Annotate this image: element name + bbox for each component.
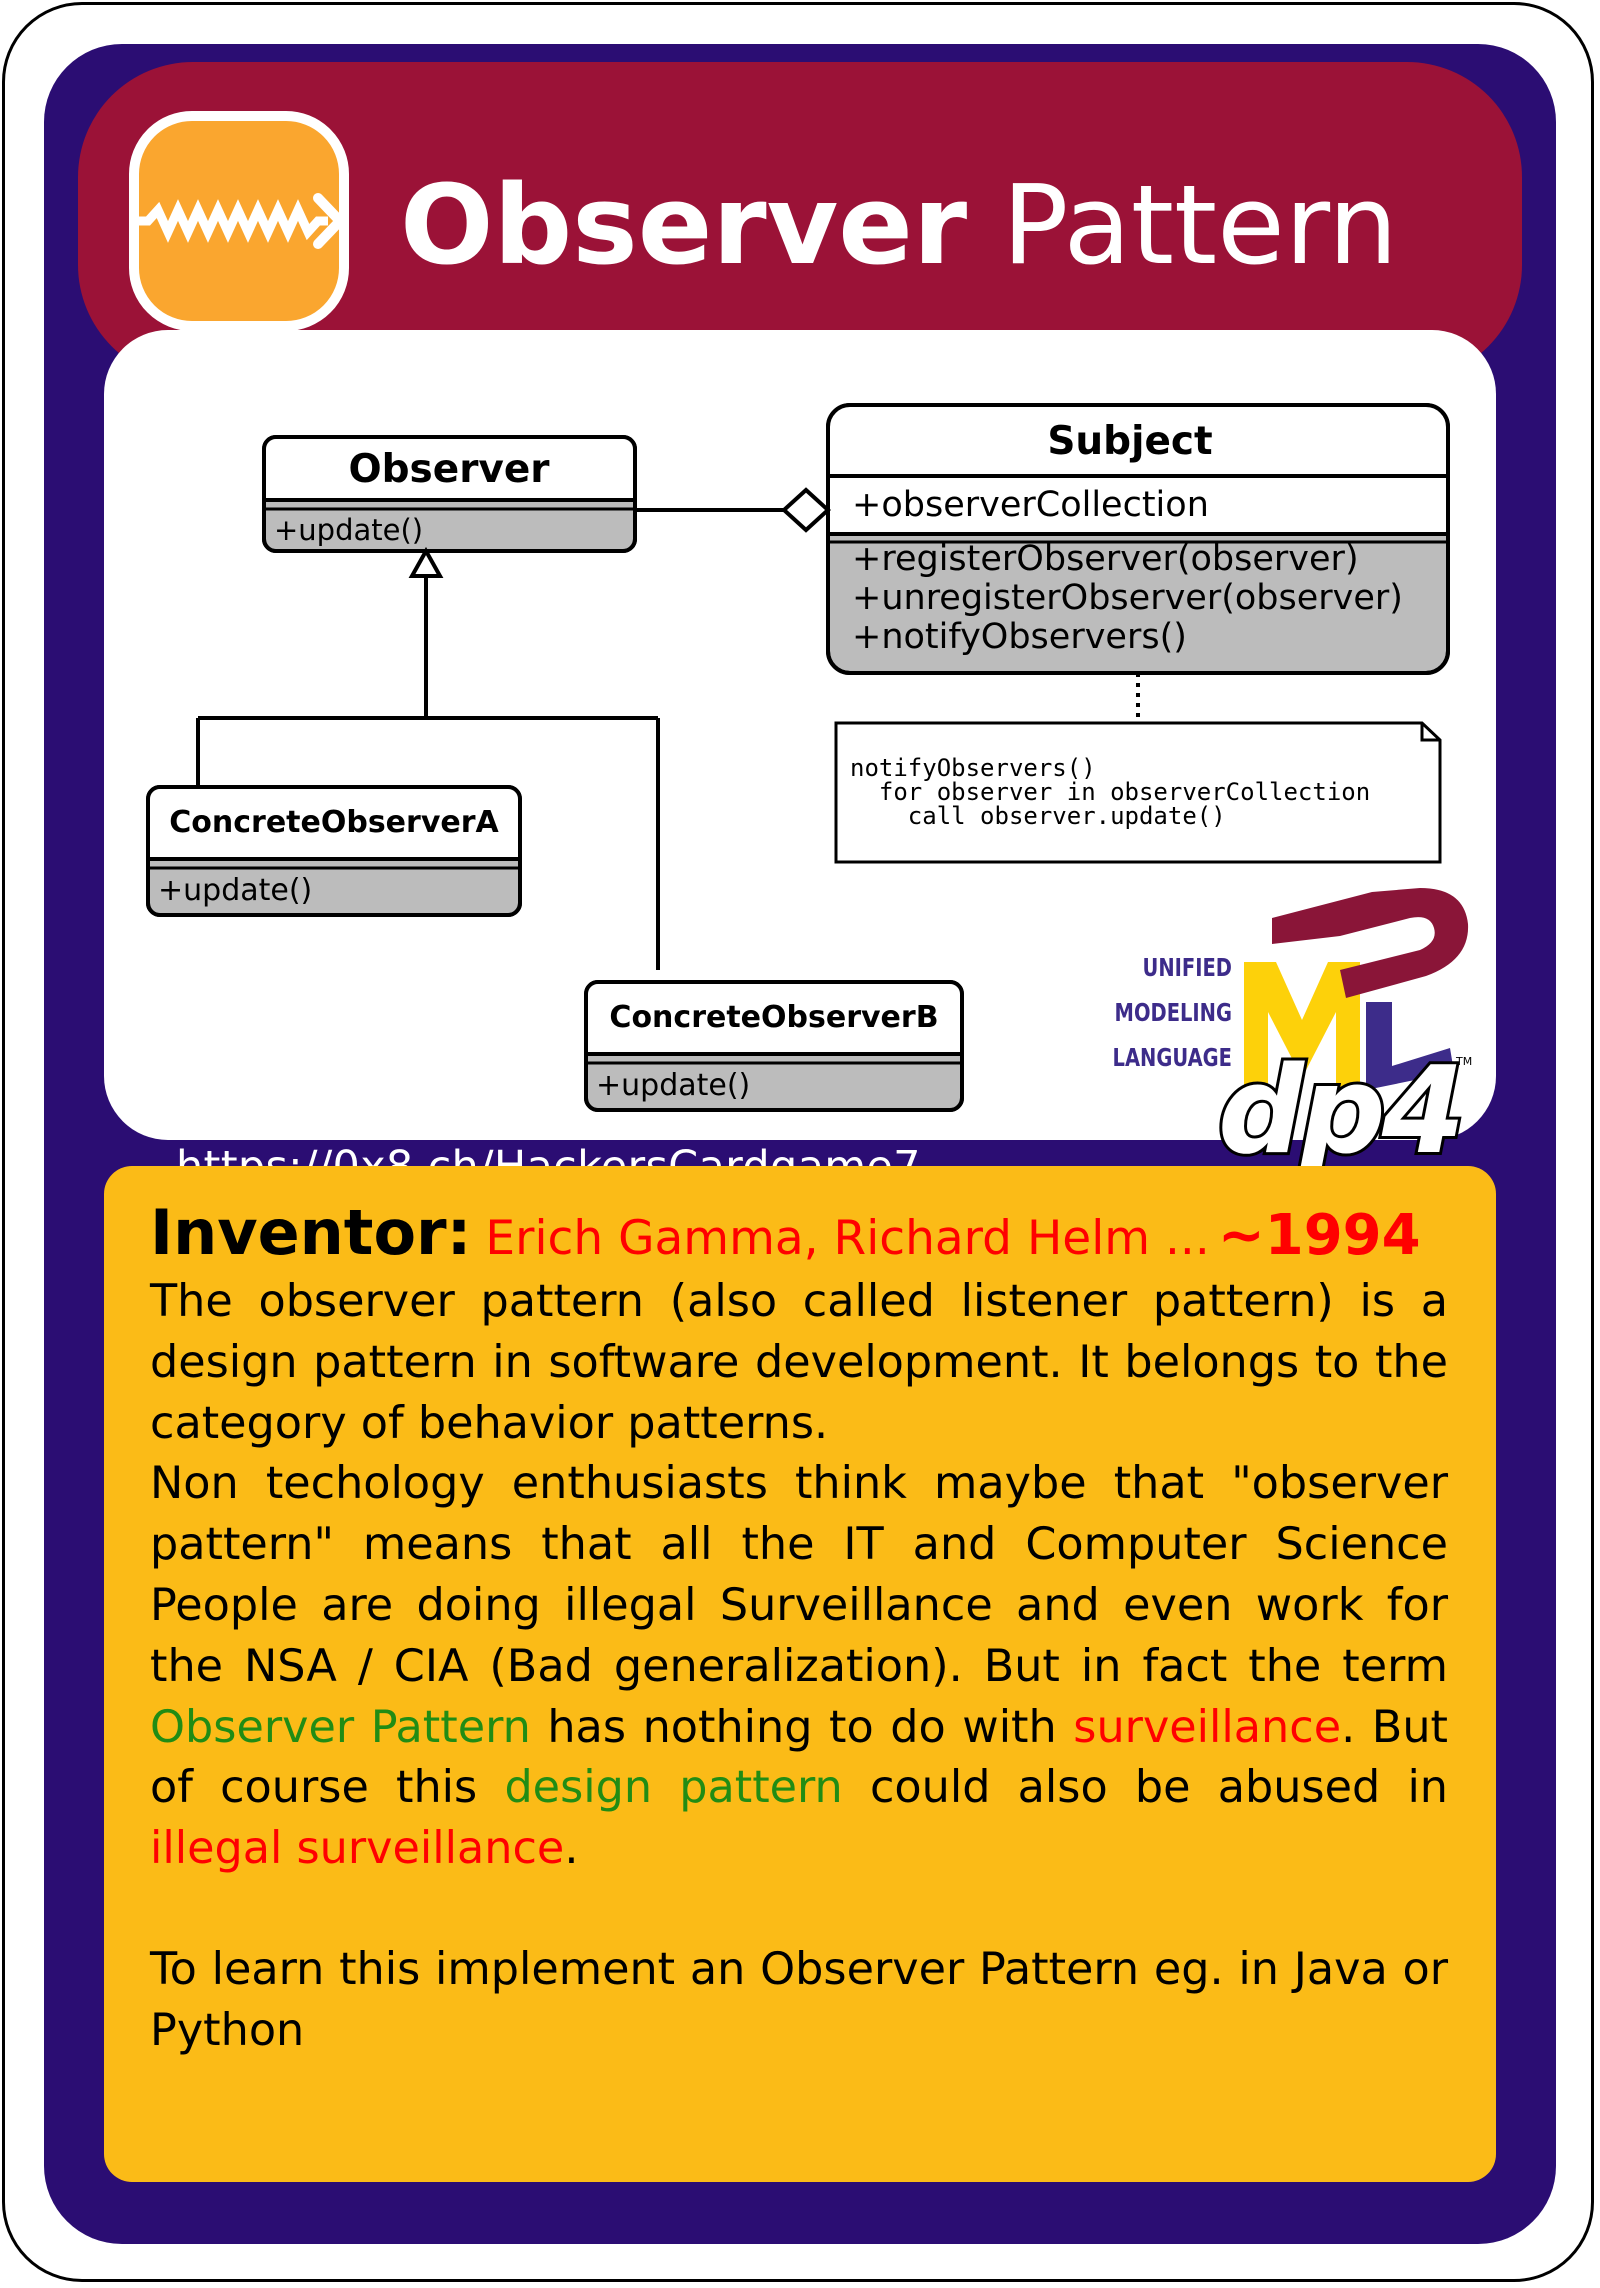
dp4-text: dp4 — [1218, 1050, 1461, 1170]
note-line-2: for observer in observerCollection — [850, 778, 1370, 806]
uml-logo-unified: UNIFIED — [1143, 954, 1232, 983]
note-line-3: call observer.update() — [850, 802, 1226, 830]
dp4-logo: dp4 — [1215, 1050, 1468, 1170]
subject-class: Subject +observerCollection +registerObs… — [826, 403, 1450, 675]
concrete-observer-a-class: ConcreteObserverA +update() — [146, 785, 522, 917]
uml-diagram-panel: Observer +update() Subject +observerColl… — [104, 330, 1496, 1140]
p2-highlight-illegal-surveillance: illegal surveillance — [150, 1823, 565, 1875]
aggregation-connector — [635, 487, 831, 533]
note-line-1: notifyObservers() — [850, 754, 1096, 782]
concrete-observer-a-name: ConcreteObserverA — [169, 805, 499, 840]
uml-class-diagram: Observer +update() Subject +observerColl… — [146, 403, 1472, 1112]
p2-text-g: could also be abused in — [842, 1762, 1449, 1814]
p2-highlight-surveillance: surveillance — [1073, 1701, 1342, 1753]
uml-logo: UNIFIED MODELING LANGUAGE TM — [1113, 888, 1472, 1090]
generalization-connector — [196, 546, 660, 970]
uml-logo-modeling: MODELING — [1115, 999, 1232, 1028]
subject-method-notify: +notifyObservers() — [852, 617, 1187, 657]
subject-class-name: Subject — [1047, 419, 1212, 464]
p2-text-e: . But of course this — [150, 1701, 1448, 1814]
concrete-observer-b-method: +update() — [596, 1068, 750, 1103]
description-paragraph-2: Non techology enthusiasts think maybe th… — [150, 1454, 1448, 1880]
p2-text-a: Non techology enthusiasts think maybe th… — [150, 1458, 1448, 1692]
paragraph-gap — [150, 1880, 1448, 1940]
inventor-label: Inventor: — [150, 1196, 472, 1269]
concrete-observer-b-name: ConcreteObserverB — [609, 1000, 938, 1035]
p2-highlight-observer-pattern: Observer Pattern — [150, 1701, 531, 1753]
card-title: Observer Pattern — [400, 150, 1398, 300]
inventor-year: ~1994 — [1217, 1203, 1421, 1268]
uml-logo-language: LANGUAGE — [1113, 1044, 1232, 1073]
description-paragraph-1: The observer pattern (also called listen… — [150, 1276, 1448, 1449]
description-paragraph-3: To learn this implement an Observer Patt… — [150, 1943, 1448, 2056]
inventor-names: Erich Gamma, Richard Helm ... — [485, 1211, 1210, 1266]
subject-method-unregister: +unregisterObserver(observer) — [852, 578, 1403, 618]
observer-update-method: +update() — [274, 513, 423, 547]
observer-class: Observer +update() — [262, 435, 637, 553]
uml-note: notifyObservers() for observer in observ… — [834, 673, 1442, 864]
subject-attribute: +observerCollection — [852, 485, 1209, 525]
inventor-line: Inventor:Erich Gamma, Richard Helm ...~1… — [150, 1196, 1470, 1269]
concrete-observer-b-class: ConcreteObserverB +update() — [584, 980, 964, 1112]
observer-class-name: Observer — [348, 447, 550, 492]
p2-highlight-design-pattern: design pattern — [504, 1762, 843, 1814]
observer-pattern-icon — [129, 111, 349, 331]
p2-text-c: has nothing to do with — [530, 1701, 1074, 1753]
p2-text-i: . — [564, 1823, 579, 1875]
title-rest: Pattern — [1002, 161, 1398, 289]
description: The observer pattern (also called listen… — [150, 1272, 1448, 2062]
concrete-observer-a-method: +update() — [158, 873, 312, 908]
subject-method-register: +registerObserver(observer) — [852, 539, 1359, 579]
info-panel — [104, 1166, 1496, 2182]
title-bold: Observer — [400, 161, 968, 289]
uml-logo-tm: TM — [1455, 1055, 1472, 1068]
